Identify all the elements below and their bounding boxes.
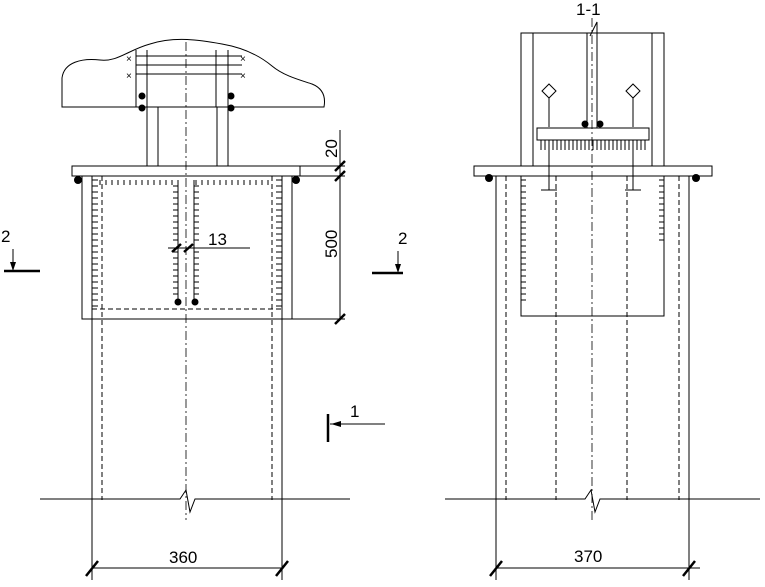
section-1-1-title: 1-1 xyxy=(576,0,601,19)
dim-500-label: 500 xyxy=(322,230,341,258)
sleeve xyxy=(81,175,293,320)
section-2-left-label: 2 xyxy=(1,227,10,246)
top-beam-outline xyxy=(61,38,325,108)
dim-360-label: 360 xyxy=(169,548,197,567)
svg-text:×: × xyxy=(240,54,246,65)
dim-20-label: 20 xyxy=(322,139,341,158)
weld-size-label: 13 xyxy=(208,230,227,249)
right-section xyxy=(445,18,760,580)
svg-text:×: × xyxy=(126,71,132,82)
dim-370-label: 370 xyxy=(574,547,602,566)
section-2-right-label: 2 xyxy=(398,229,407,248)
left-elevation: × × × × xyxy=(4,38,403,580)
section-1-label: 1 xyxy=(350,402,359,421)
svg-text:×: × xyxy=(240,71,246,82)
svg-text:×: × xyxy=(126,54,132,65)
